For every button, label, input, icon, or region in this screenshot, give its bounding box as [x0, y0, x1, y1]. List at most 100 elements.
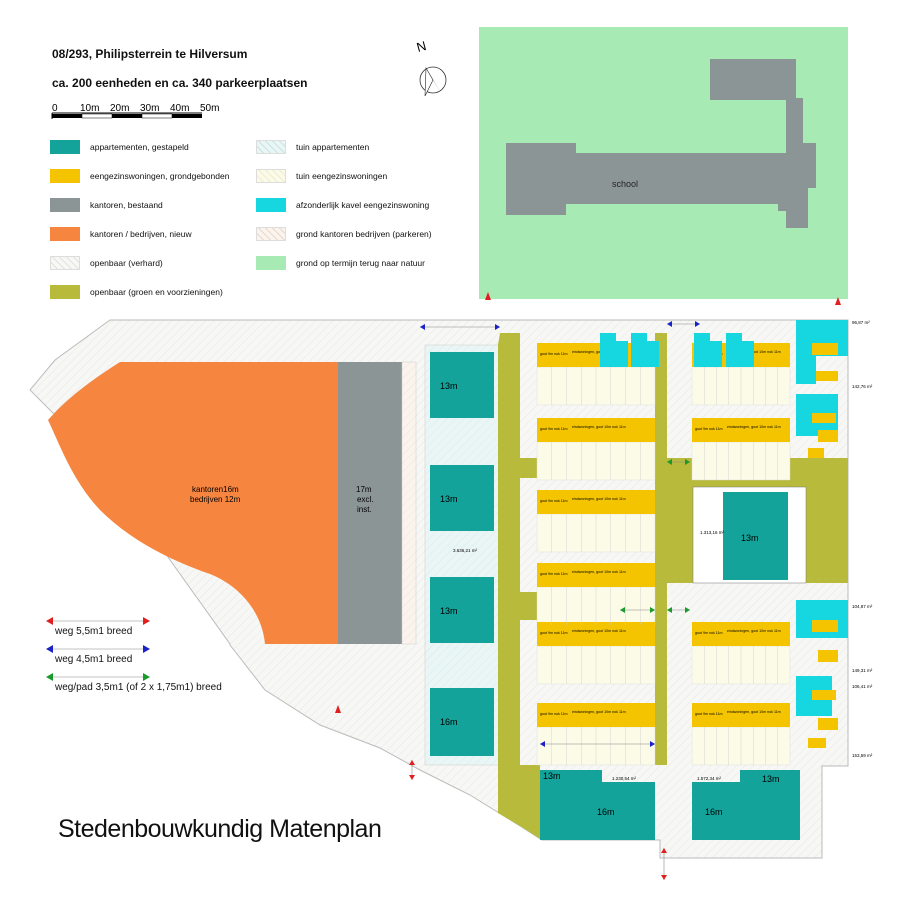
scale-tick-label: 50m: [200, 103, 219, 114]
house-row-label: eindwoningen, goot 10m nok 11m: [572, 425, 626, 429]
legend-label: tuin eengezinswoningen: [296, 171, 388, 181]
legend-swatch: [50, 198, 80, 212]
apartment-block-label: 16m: [440, 717, 458, 727]
area-label-center: 1.313,16 m²: [700, 530, 725, 535]
apartment-block-label: 13m: [440, 494, 458, 504]
house-row-label: eindwoningen, goot 10m nok 11m: [727, 425, 781, 429]
legend: appartementen, gestapeld eengezinswoninge…: [50, 140, 470, 310]
individual-plot: [647, 341, 659, 367]
individual-plot: [796, 600, 848, 638]
house-row: [692, 703, 790, 727]
program-subtitle: ca. 200 eenheden en ca. 340 parkeerplaat…: [52, 76, 308, 90]
apartment-block-label: 13m: [440, 606, 458, 616]
house-row: [537, 622, 655, 646]
legend-label: eengezinswoningen, grondgebonden: [90, 171, 230, 181]
house-unit: [818, 430, 838, 442]
area-label-south-1: 1.230,54 m²: [612, 776, 637, 781]
legend-item: appartementen, gestapeld: [50, 140, 189, 154]
office-parking-strip: [401, 361, 417, 645]
house-unit: [812, 413, 836, 423]
plot-area-2: 142,76 m²: [852, 384, 873, 389]
house-row: [537, 490, 655, 514]
scale-tick-label: 10m: [80, 103, 99, 114]
plot-area-3: 104,87 m²: [852, 604, 873, 609]
legend-swatch: [256, 169, 286, 183]
center-block-label: 13m: [741, 533, 759, 543]
individual-plot: [726, 333, 742, 367]
legend-swatch: [256, 227, 286, 241]
legend-item: grond op termijn terug naar natuur: [256, 256, 425, 270]
south-block-top-label: 13m: [543, 771, 561, 781]
plot-area-1: 96,87 m²: [852, 320, 870, 325]
house-row-label: goot 9m nok 11m: [540, 572, 568, 576]
legend-label: kantoren / bedrijven, nieuw: [90, 229, 192, 239]
legend-swatch: [50, 140, 80, 154]
house-row-label: goot 9m nok 11m: [695, 712, 723, 716]
office-new-plot: [48, 362, 338, 644]
house-row-label: eindwoningen, goot 10m nok 11m: [572, 497, 626, 501]
legend-label: openbaar (verhard): [90, 258, 163, 268]
legend-swatch: [256, 256, 286, 270]
house-row-label: eindwoningen, goot 10m nok 11m: [572, 570, 626, 574]
house-row-label: goot 9m nok 11m: [540, 631, 568, 635]
school-label: school: [612, 179, 638, 189]
apartment-block: [430, 688, 494, 756]
house-row-label: goot 9m nok 11m: [540, 427, 568, 431]
individual-plot: [796, 336, 816, 384]
scale-tick-label: 40m: [170, 103, 189, 114]
house-row-label: eindwoningen, goot 10m nok 11m: [727, 629, 781, 633]
south-apartment-block: [540, 770, 655, 840]
road-legend-arrow: [46, 645, 150, 653]
legend-item: kantoren / bedrijven, nieuw: [50, 227, 192, 241]
scale-tick-label: 30m: [140, 103, 159, 114]
office-existing-label-2: excl.: [357, 495, 373, 504]
legend-item: eengezinswoningen, grondgebonden: [50, 169, 229, 183]
house-unit: [808, 738, 826, 748]
area-label-west: 3.636,21 m²: [453, 548, 478, 553]
legend-swatch: [50, 227, 80, 241]
road-legend-arrow: [46, 617, 150, 625]
house-unit: [812, 690, 836, 700]
road-legend-label: weg 4,5m1 breed: [55, 654, 133, 665]
house-unit: [818, 650, 838, 662]
office-existing-label-3: inst.: [357, 505, 372, 514]
apartment-block: [430, 577, 494, 643]
plot-area-6: 153,59 m²: [852, 753, 873, 758]
legend-swatch: [50, 169, 80, 183]
house-unit: [816, 371, 838, 381]
house-row-label: eindwoningen, goot 10m nok 11m: [572, 350, 626, 354]
road-legend-label: weg 5,5m1 breed: [55, 626, 133, 637]
office-new-label-2: bedrijven 12m: [190, 495, 241, 504]
legend-label: afzonderlijk kavel eengezinswoning: [296, 200, 430, 210]
plot-area-5: 106,41 m²: [852, 684, 873, 689]
office-new-label-1: kantoren16m: [192, 485, 239, 494]
house-row: [537, 563, 655, 587]
south-block-top-label: 13m: [762, 774, 780, 784]
individual-plot: [616, 341, 628, 367]
house-row-label: goot 9m nok 11m: [540, 712, 568, 716]
legend-label: openbaar (groen en voorzieningen): [90, 287, 223, 297]
project-title: 08/293, Philipsterrein te Hilversum: [52, 47, 248, 61]
road-legend-label: weg/pad 3,5m1 (of 2 x 1,75m1) breed: [55, 682, 222, 693]
house-row-label: goot 9m nok 11m: [695, 631, 723, 635]
apartment-block: [430, 352, 494, 418]
house-row-label: eindwoningen, goot 10m nok 11m: [572, 629, 626, 633]
office-existing: [338, 362, 402, 644]
house-unit: [808, 448, 824, 458]
house-row-label: goot 9m nok 11m: [540, 352, 568, 356]
school-building: school: [506, 59, 816, 228]
house-unit: [812, 343, 838, 355]
legend-item: openbaar (groen en voorzieningen): [50, 285, 223, 299]
green-spine-east: [655, 333, 667, 765]
south-apartment-block: [692, 770, 800, 840]
house-unit: [818, 718, 838, 730]
house-row: [692, 622, 790, 646]
apartment-block-label: 13m: [440, 381, 458, 391]
legend-item: openbaar (verhard): [50, 256, 163, 270]
legend-label: appartementen, gestapeld: [90, 142, 189, 152]
scale-tick-label: 0: [52, 103, 58, 114]
house-row-label: eindwoningen, goot 10m nok 11m: [572, 710, 626, 714]
individual-plot: [600, 333, 616, 367]
